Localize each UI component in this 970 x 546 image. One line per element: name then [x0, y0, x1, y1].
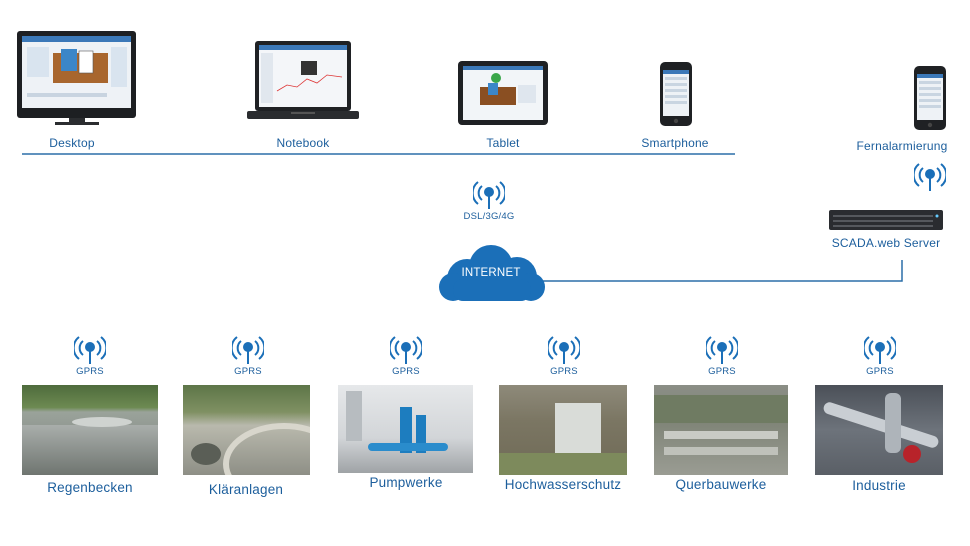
- site-link-label: GPRS: [866, 366, 894, 377]
- antenna-icon: [473, 181, 505, 209]
- site-link-label: GPRS: [234, 366, 262, 377]
- smartphone-label: Smartphone: [641, 136, 709, 150]
- site-photo-hochwasserschutz: [499, 385, 627, 475]
- site-link-label: GPRS: [550, 366, 578, 377]
- desktop-label: Desktop: [49, 136, 95, 150]
- site-photo-regenbecken: [22, 385, 158, 475]
- notebook-label: Notebook: [276, 136, 330, 150]
- site-label: Kläranlagen: [208, 482, 284, 497]
- notebook-device: [247, 41, 359, 126]
- site-photo-industrie: [815, 385, 943, 475]
- site-label: Industrie: [852, 478, 906, 493]
- site-photo-querbauwerke: [654, 385, 788, 475]
- uplink-label: DSL/3G/4G: [463, 211, 515, 222]
- site-photo-klaeranlagen: [183, 385, 310, 475]
- smartphone-device: [660, 62, 692, 126]
- desktop-device: [17, 31, 137, 126]
- site-link-label: GPRS: [708, 366, 736, 377]
- notebook-icon: [247, 41, 359, 119]
- antenna-icon: [864, 336, 896, 364]
- remote-alarm-device: [914, 66, 946, 130]
- server-label: SCADA.web Server: [831, 236, 941, 250]
- smartphone-icon: [914, 66, 946, 130]
- antenna-icon: [74, 336, 106, 364]
- antenna-icon: [914, 163, 946, 191]
- tablet-label: Tablet: [486, 136, 520, 150]
- antenna-icon: [706, 336, 738, 364]
- site-label: Regenbecken: [47, 480, 133, 495]
- remote-alarm-label: Fernalarmierung: [856, 139, 948, 153]
- cloud-icon: [439, 245, 545, 301]
- internet-to-server-line: [540, 260, 903, 282]
- tablet-icon: [458, 61, 548, 125]
- antenna-icon: [232, 336, 264, 364]
- site-label: Querbauwerke: [675, 477, 767, 492]
- site-label: Pumpwerke: [369, 475, 443, 490]
- server-icon: [829, 210, 943, 230]
- site-link-label: GPRS: [76, 366, 104, 377]
- internet-label: INTERNET: [461, 267, 521, 279]
- antenna-icon: [548, 336, 580, 364]
- site-label: Hochwasserschutz: [504, 477, 622, 492]
- desktop-icon: [17, 31, 136, 125]
- smartphone-icon: [660, 62, 692, 126]
- antenna-icon: [390, 336, 422, 364]
- site-link-label: GPRS: [392, 366, 420, 377]
- site-photo-pumpwerke: [338, 385, 473, 473]
- tablet-device: [458, 61, 548, 127]
